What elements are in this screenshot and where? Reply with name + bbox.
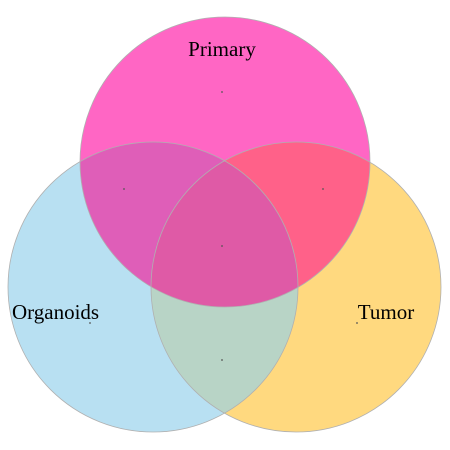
- dot-primary-organoids: [123, 188, 125, 190]
- label-tumor: Tumor: [358, 300, 414, 324]
- dot-tumor-only: [356, 322, 358, 324]
- dot-organoids-tumor: [221, 359, 223, 361]
- dot-organoids-only: [89, 322, 91, 324]
- outline-primary: [79, 16, 371, 308]
- label-organoids: Organoids: [12, 300, 99, 324]
- dot-all-three: [221, 245, 223, 247]
- dot-primary-only: [221, 91, 223, 93]
- label-primary: Primary: [188, 37, 256, 61]
- dot-primary-tumor: [322, 188, 324, 190]
